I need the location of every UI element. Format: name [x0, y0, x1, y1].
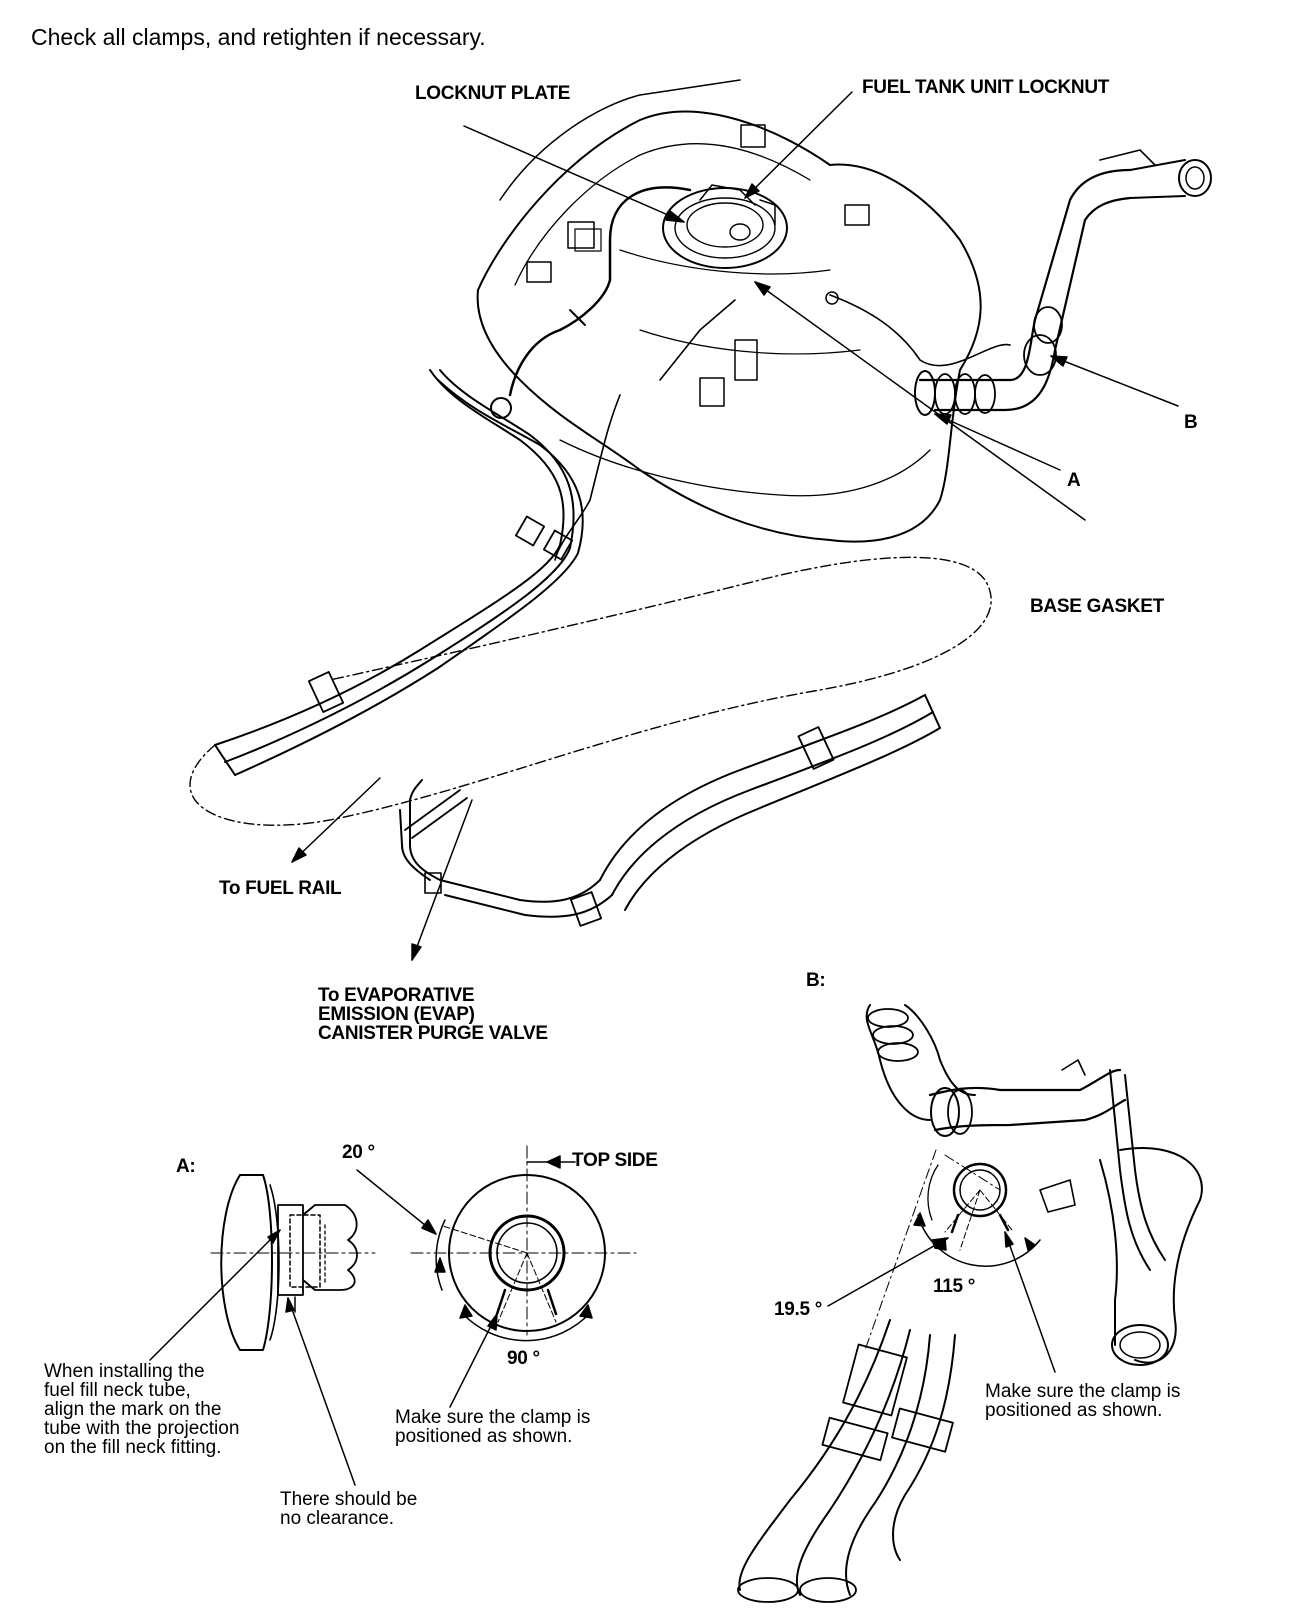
- instruction-text: Check all clamps, and retighten if neces…: [31, 24, 486, 50]
- point-b-label: B: [1184, 412, 1198, 433]
- fuel-tank-unit-locknut-label: FUEL TANK UNIT LOCKNUT: [862, 77, 1110, 98]
- detail-a-clamp-note: Make sure the clamp is positioned as sho…: [395, 1407, 591, 1447]
- angle-20-label: 20 °: [342, 1142, 375, 1163]
- no-clearance-note: There should be no clearance.: [280, 1489, 418, 1529]
- to-evap-line-1: To EVAPORATIVE: [318, 985, 475, 1006]
- filler-neck: [914, 149, 1212, 416]
- to-evap-line-2: EMISSION (EVAP): [318, 1004, 475, 1025]
- continuation-loop: [189, 556, 992, 826]
- angle-19-5-label: 19.5 °: [774, 1299, 823, 1320]
- leader-lines: [291, 91, 1179, 961]
- align-mark-note: When installing the fuel fill neck tube,…: [44, 1361, 240, 1458]
- to-evap-label: To EVAPORATIVE EMISSION (EVAP) CANISTER …: [318, 986, 548, 1043]
- point-a-label: A: [1067, 470, 1081, 491]
- detail-a-title: A:: [176, 1156, 196, 1177]
- detail-b-clamp-note: Make sure the clamp is positioned as sho…: [985, 1381, 1181, 1421]
- detail-a-arrows: [149, 1155, 593, 1486]
- detail-a-drawing: [210, 1145, 637, 1351]
- angle-90-label: 90 °: [507, 1348, 540, 1369]
- to-evap-line-3: CANISTER PURGE VALVE: [318, 1023, 548, 1044]
- top-side-label: TOP SIDE: [572, 1150, 658, 1171]
- fuel-tank: [476, 79, 1011, 561]
- locknut-plate-label: LOCKNUT PLATE: [415, 83, 571, 104]
- base-gasket-label: BASE GASKET: [1030, 596, 1164, 617]
- detail-b-title: B:: [806, 970, 826, 991]
- fuel-lines: [214, 369, 941, 927]
- detail-b-arrows: [827, 1212, 1056, 1373]
- to-fuel-rail-label: To FUEL RAIL: [219, 878, 342, 899]
- detail-b-drawing: [737, 1004, 1203, 1603]
- angle-115-label: 115 °: [933, 1276, 976, 1297]
